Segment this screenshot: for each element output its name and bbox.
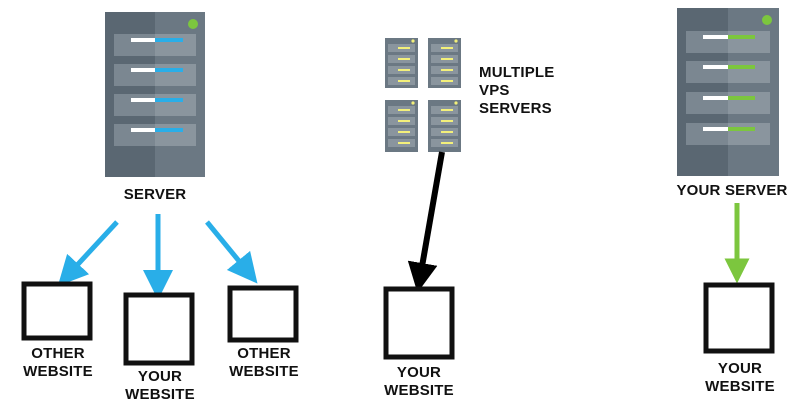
status-led-icon: [762, 15, 772, 25]
your-website-box-dedicated: [703, 282, 775, 354]
drawer: [114, 94, 196, 116]
vps-servers-label: MULTIPLE VPS SERVERS: [479, 64, 555, 117]
your-website-label-dedicated: YOUR WEBSITE: [705, 360, 775, 395]
drawer: [686, 92, 770, 114]
vps-servers-icon: [385, 38, 461, 152]
your-website-label-vps: YOUR WEBSITE: [384, 364, 454, 399]
arrow-to-other-website-1: [57, 220, 119, 287]
your-website-label-shared: YOUR WEBSITE: [125, 368, 195, 403]
other-website-box-2: [227, 285, 299, 343]
status-led-icon: [188, 19, 198, 29]
drawer: [114, 124, 196, 146]
drawer: [686, 31, 770, 53]
other-website-box-1: [21, 281, 93, 341]
shared-server-icon: [105, 12, 205, 177]
your-website-box-vps: [383, 286, 455, 360]
your-website-box-shared: [123, 292, 195, 366]
arrow-to-other-website-2: [205, 220, 258, 284]
shared-server-label: SERVER: [123, 186, 187, 203]
drawer: [114, 34, 196, 56]
other-website-label-2: OTHER WEBSITE: [229, 345, 299, 380]
dedicated-server-icon: [677, 8, 779, 176]
arrow-vps-to-your-website: [407, 151, 445, 293]
drawer: [114, 64, 196, 86]
your-server-label: YOUR SERVER: [676, 182, 788, 199]
drawer: [686, 123, 770, 145]
drawer: [686, 61, 770, 83]
other-website-label-1: OTHER WEBSITE: [23, 345, 93, 380]
